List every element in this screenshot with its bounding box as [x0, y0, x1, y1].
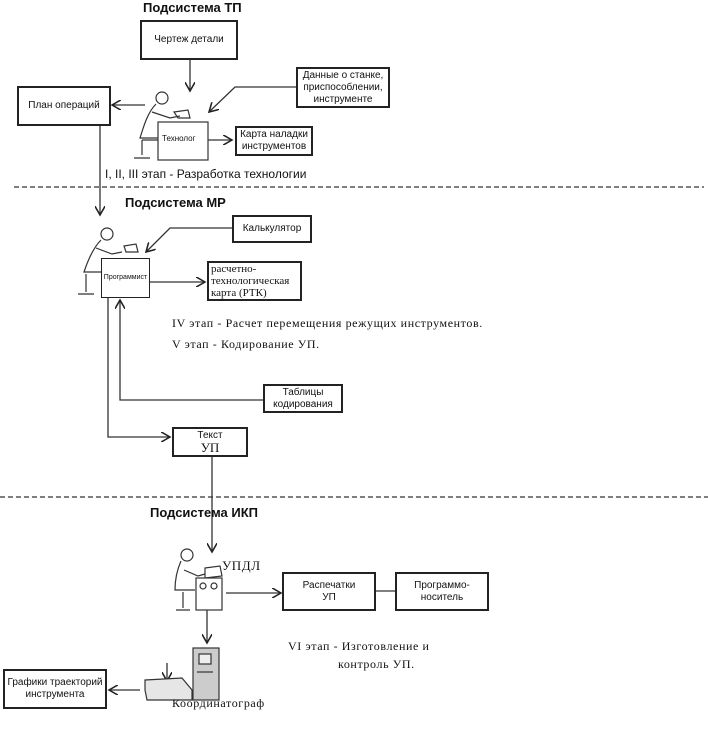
tp-title: Подсистема ТП: [143, 0, 242, 15]
arrow-calculator-to-programmer: [146, 227, 232, 252]
rtk-line: расчетно-: [211, 263, 257, 275]
arrow-to-program-text: [107, 297, 170, 437]
machine-data-line: приспособлении,: [303, 81, 383, 93]
technologist-label: Технолог: [162, 134, 196, 143]
coding-tables-box: Таблицы кодирования: [263, 384, 343, 413]
tool-paths-line: инструмента: [25, 689, 85, 700]
ikp-title: Подсистема ИКП: [150, 505, 258, 520]
technologist-figure-icon: [134, 91, 209, 161]
carrier-line: носитель: [420, 591, 464, 603]
setup-card-line: инструментов: [241, 141, 307, 152]
mr-title: Подсистема МР: [125, 195, 226, 210]
tool-paths-line: Графики траекторий: [7, 677, 103, 688]
arrow-data-to-technologist: [209, 86, 296, 112]
updl-operator-icon: [174, 548, 223, 611]
stage-4-label: IV этап - Расчет перемещения режущих инс…: [172, 316, 483, 330]
operations-plan-box: План операций: [17, 86, 111, 126]
updl-label: УПДЛ: [222, 558, 261, 573]
machine-data-line: Данные о станке,: [302, 69, 384, 81]
program-text-box: Текст УП: [172, 427, 248, 457]
program-carrier-box: Программо- носитель: [395, 572, 489, 611]
setup-card-line: Карта наладки: [240, 129, 308, 140]
program-text-line: УП: [200, 440, 220, 455]
programmer-box: Программист: [101, 258, 150, 298]
machine-data-box: Данные о станке, приспособлении, инструм…: [296, 67, 390, 108]
carrier-line: Программо-: [414, 579, 470, 591]
coding-tables-line: кодирования: [273, 398, 333, 410]
printouts-box: Распечатки УП: [282, 572, 376, 611]
stage-5-label: V этап - Кодирование УП.: [172, 337, 320, 351]
plotter-icon: [144, 647, 220, 701]
stage-6-label-line2: контроль УП.: [338, 657, 415, 671]
programmer-figure-icon: [78, 227, 139, 295]
rtk-box: расчетно- технологическая карта (РТК): [207, 261, 302, 301]
program-text-line: Текст: [197, 430, 223, 441]
printouts-line: УП: [322, 591, 336, 603]
machine-data-line: инструменте: [313, 93, 373, 105]
calculator-box: Калькулятор: [232, 215, 312, 243]
rtk-line: карта (РТК): [211, 287, 267, 299]
tool-paths-box: Графики траекторий инструмента: [3, 669, 107, 709]
rtk-line: технологическая: [211, 275, 290, 287]
plotter-label: Координатограф: [172, 696, 265, 710]
arrow-tables-to-programmer: [120, 300, 263, 401]
printouts-line: Распечатки: [302, 579, 356, 591]
stage-1-3-label: I, II, III этап - Разработка технологии: [105, 167, 307, 181]
coding-tables-line: Таблицы: [282, 386, 324, 398]
tool-setup-card-box: Карта наладки инструментов: [235, 126, 313, 156]
stage-6-label-line1: VI этап - Изготовление и: [288, 639, 430, 653]
drawing-box: Чертеж детали: [140, 20, 238, 60]
